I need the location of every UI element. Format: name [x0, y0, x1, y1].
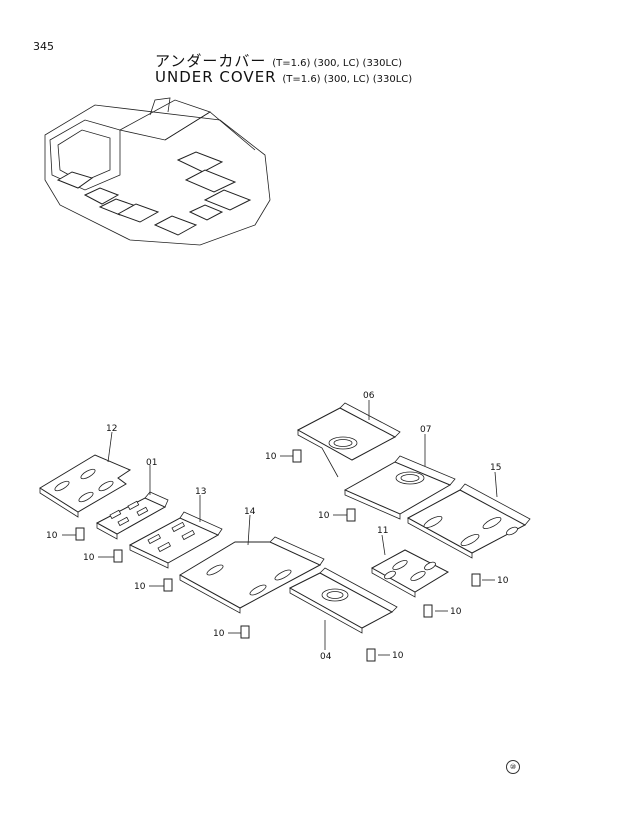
- bolt-10-d: [228, 625, 250, 639]
- part-15-plate: [406, 471, 531, 559]
- callout-13: 13: [195, 487, 206, 497]
- title-en-text: UNDER COVER: [155, 68, 277, 86]
- bolt-10-h: [423, 604, 448, 618]
- part-01-plate: [95, 465, 169, 540]
- callout-10-c: 10: [134, 582, 146, 592]
- bolt-10-c: [149, 578, 173, 592]
- page-number: 345: [33, 40, 54, 53]
- callout-10-f: 10: [318, 511, 330, 521]
- bolts: [62, 449, 495, 662]
- callout-10-g: 10: [497, 576, 509, 586]
- title-jp-text: アンダーカバー: [155, 52, 267, 70]
- part-13-plate: [128, 495, 223, 569]
- callout-07: 07: [420, 425, 431, 435]
- part-12-plate: [39, 431, 132, 518]
- callout-15: 15: [490, 463, 501, 473]
- machine-key-map: [44, 97, 271, 246]
- title-english: UNDER COVER (T=1.6) (300, LC) (330LC): [155, 68, 412, 86]
- callout-12: 12: [106, 424, 117, 434]
- part-14-plate: [178, 514, 325, 614]
- callout-04: 04: [320, 652, 332, 662]
- callout-11: 11: [377, 526, 388, 536]
- callout-10-e: 10: [265, 452, 277, 462]
- callout-14: 14: [244, 507, 256, 517]
- part-07-plate: [343, 434, 456, 520]
- title-jp-variant: (T=1.6) (300, LC) (330LC): [272, 58, 402, 69]
- bolt-10-g: [471, 573, 495, 587]
- bolt-10-b: [98, 549, 123, 563]
- bolt-10-a: [62, 527, 85, 541]
- bolt-10-i: [366, 648, 390, 662]
- title-japanese: アンダーカバー (T=1.6) (300, LC) (330LC): [155, 50, 402, 71]
- callout-10-i: 10: [392, 651, 404, 661]
- callout-01: 01: [146, 458, 157, 468]
- bolt-10-f: [333, 508, 356, 522]
- callout-06: 06: [363, 391, 375, 401]
- part-11-plate: [370, 534, 450, 598]
- callout-10-a: 10: [46, 531, 58, 541]
- callout-10-d: 10: [213, 629, 225, 639]
- title-en-variant: (T=1.6) (300, LC) (330LC): [282, 74, 413, 85]
- callout-10-h: 10: [450, 607, 462, 617]
- part-04-plate: [288, 567, 398, 650]
- footer-mark: ⑩: [506, 760, 520, 774]
- bolt-10-e: [280, 449, 302, 463]
- callout-10-b: 10: [83, 553, 95, 563]
- part-06-plate: [296, 400, 401, 478]
